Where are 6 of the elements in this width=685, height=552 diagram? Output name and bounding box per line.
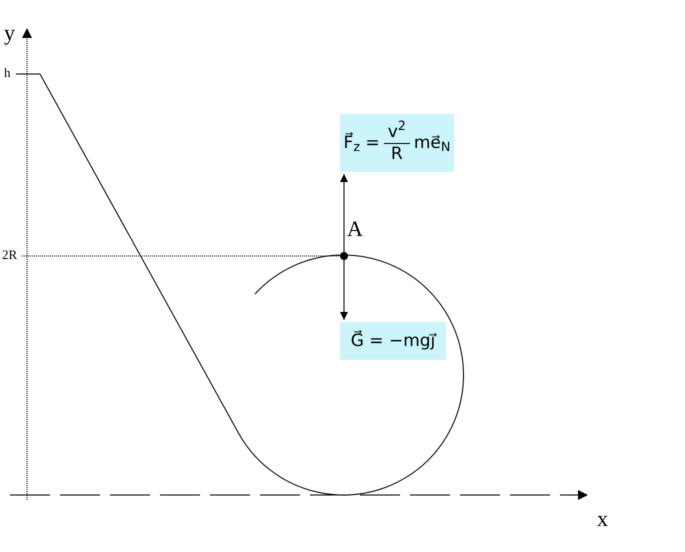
point-label: A [347,218,363,240]
axis-label: h [4,66,10,79]
axis-label: x [597,508,608,530]
axis-label: 2R [2,248,18,261]
axis-label: y [4,22,15,44]
formula-box: G⃗ = −mgj⃗ [340,322,446,360]
